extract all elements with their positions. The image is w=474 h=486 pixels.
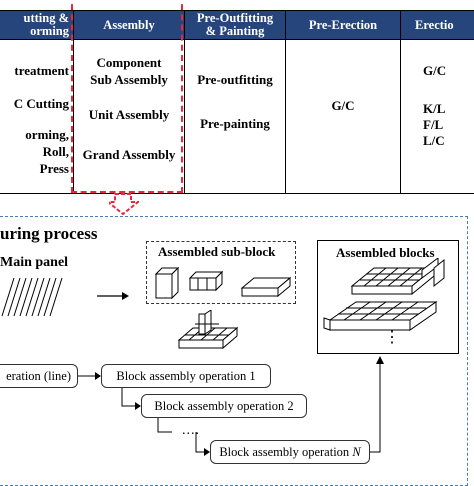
dashed-down-arrow-icon	[109, 193, 139, 215]
header-pre-erection: Pre-Erection	[286, 11, 401, 40]
main-panel-label: Main panel	[0, 255, 68, 271]
header-cutting-forming: utting & orming	[0, 11, 74, 40]
cutting-step: treatment	[0, 62, 73, 79]
assembly-highlight-box	[71, 0, 183, 193]
cutting-step: orming,	[0, 126, 73, 143]
header-erection-label: Erectio	[415, 18, 454, 32]
erection-step: G/C	[401, 62, 474, 79]
subblock-label: Assembled sub-block	[158, 244, 275, 260]
cutting-step: Roll,	[0, 143, 73, 160]
cell-cutting-steps: treatment C Cutting orming, Roll, Press	[0, 40, 74, 194]
outfitting-step: Pre-painting	[185, 115, 285, 132]
pre-erection-step: G/C	[286, 97, 400, 114]
flow-connectors	[0, 300, 474, 474]
header-pre-erection-label: Pre-Erection	[309, 18, 377, 32]
cell-pre-erection-steps: G/C	[286, 40, 401, 194]
cutting-step: Press	[0, 160, 73, 177]
subblock-drawings-icon	[150, 260, 294, 304]
cell-outfitting-steps: Pre-outfitting Pre-painting	[185, 40, 286, 194]
erection-step: K/L	[401, 100, 474, 117]
header-preoutfit-line2: & Painting	[185, 25, 285, 38]
outfitting-step: Pre-outfitting	[185, 71, 285, 88]
cell-erection-steps: G/C K/L F/L L/C	[401, 40, 474, 194]
header-pre-outfitting: Pre-Outfitting & Painting	[185, 11, 286, 40]
header-cutting-line2: orming	[0, 25, 73, 38]
process-title: uring process	[0, 224, 97, 244]
cutting-step: C Cutting	[0, 95, 73, 112]
header-erection: Erectio	[401, 11, 474, 40]
erection-step: F/L	[401, 116, 474, 133]
erection-step: L/C	[401, 132, 474, 149]
